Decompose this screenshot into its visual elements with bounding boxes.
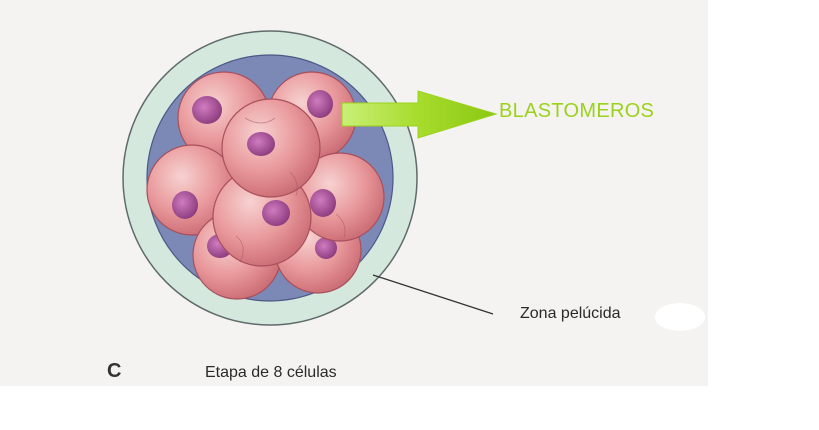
membrane-fold-lines [235,117,346,263]
scan-artifact [655,303,705,331]
right-arrow-icon [341,90,498,139]
blastomere-cell [221,98,321,198]
zona-pellucida-label: Zona pelúcida [520,305,621,322]
zona-leader-line [372,274,494,315]
panel-letter: C [107,360,122,382]
blastomeres-label: BLASTOMEROS [499,100,655,122]
stage-caption: Etapa de 8 células [205,364,337,381]
blastomere-cell [295,152,385,242]
